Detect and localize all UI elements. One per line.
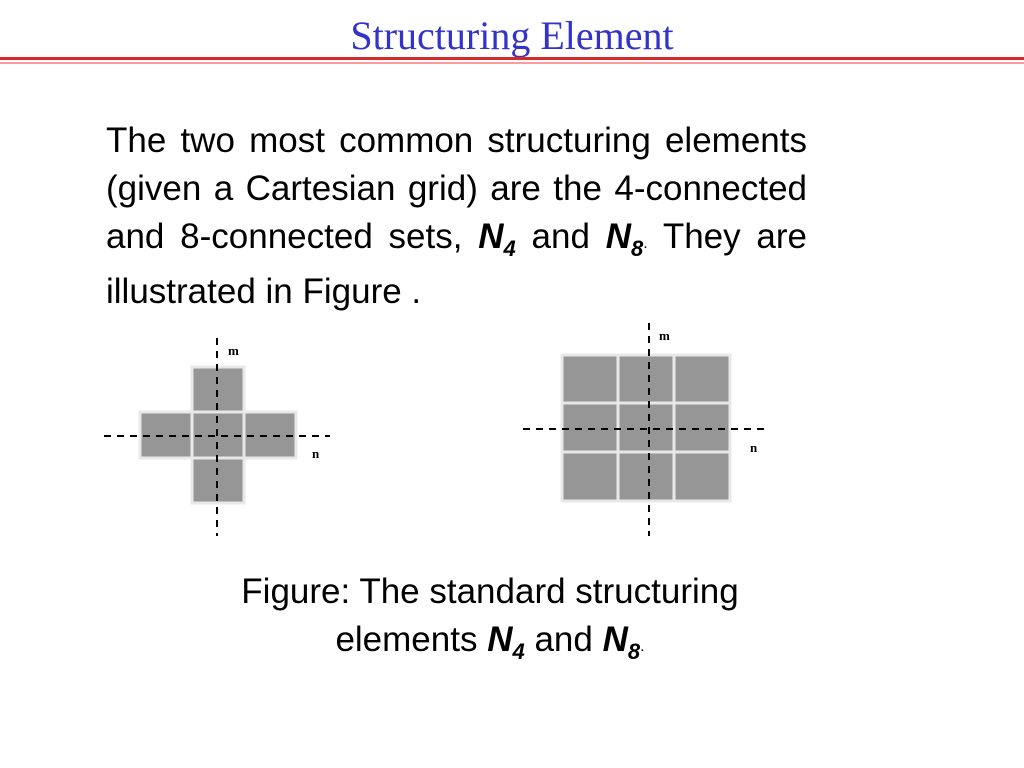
n4-axis-label-horizontal: n [312, 446, 320, 461]
caption-line-1: Figure: The standard structuring [241, 572, 739, 611]
caption-line-2: elements N4 and N8. [150, 616, 830, 671]
n8-axis-label-vertical: m [659, 328, 670, 343]
n8-cell-1 [560, 353, 620, 405]
n8-element: m n [523, 323, 768, 536]
paragraph-intro: The two most common structuring elements… [106, 121, 807, 256]
n4-symbol: N4 [478, 217, 516, 261]
caption-n8-symbol: N8 [602, 620, 641, 664]
caption-period: . [640, 638, 645, 655]
n8-cell-5 [616, 401, 676, 454]
n4-element: m n [104, 338, 330, 536]
n8-cell-4 [560, 401, 620, 454]
title-rule-pink [0, 62, 1024, 64]
n8-cell-8 [616, 450, 676, 503]
n8-cell-6 [672, 401, 732, 454]
n8-symbol: N8 [605, 217, 644, 261]
paragraph-period: . [643, 235, 648, 252]
n8-cell-2 [616, 353, 676, 405]
n8-cell-9 [672, 450, 732, 503]
n8-axis-label-horizontal: n [750, 440, 758, 455]
body-paragraph: The two most common structuring elements… [106, 117, 807, 316]
paragraph-and: and [515, 217, 606, 256]
figure-caption: Figure: The standard structuring element… [150, 568, 830, 671]
n8-cell-3 [672, 353, 732, 405]
caption-n4-symbol: N4 [487, 620, 525, 664]
caption-prefix: elements [335, 620, 488, 659]
n8-cell-7 [560, 450, 620, 503]
paragraph-tail: They are illustrated in Figure . [106, 217, 807, 311]
title-rule-red [0, 57, 1024, 60]
caption-and: and [524, 620, 603, 659]
n4-axis-label-vertical: m [228, 343, 239, 358]
slide-title: Structuring Element [350, 13, 674, 58]
